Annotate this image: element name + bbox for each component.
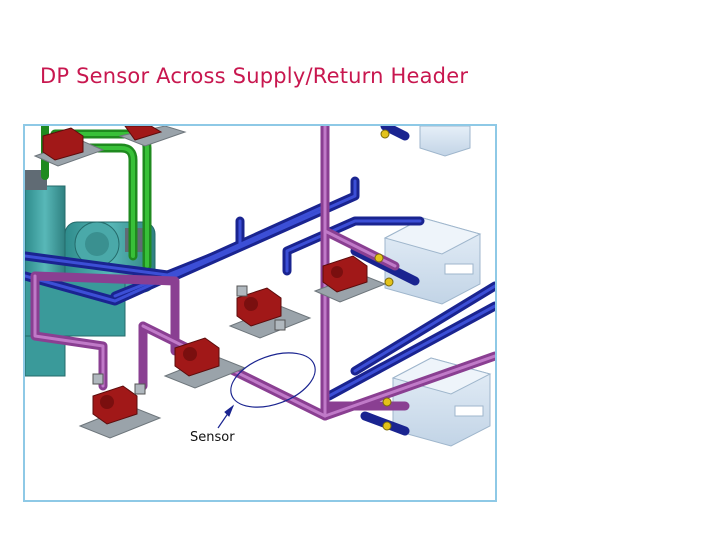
pump-skid — [33, 127, 105, 167]
pump-skid — [163, 337, 247, 389]
air-handler-unit-middle — [383, 217, 482, 305]
pump-skid — [118, 126, 187, 147]
valve-fittings — [92, 129, 394, 431]
pump-skid — [78, 385, 162, 439]
supply-pipes — [25, 126, 495, 436]
slide-title: DP Sensor Across Supply/Return Header — [40, 64, 469, 88]
piping-illustration — [25, 126, 495, 447]
air-handler-unit-top — [419, 126, 471, 157]
sensor-label: Sensor — [190, 430, 235, 445]
pump-skid — [313, 255, 387, 303]
sensor-callout — [217, 352, 316, 429]
pump-skid — [228, 287, 312, 339]
pump-skids — [33, 126, 387, 439]
piping-diagram: Sensor — [23, 124, 497, 502]
